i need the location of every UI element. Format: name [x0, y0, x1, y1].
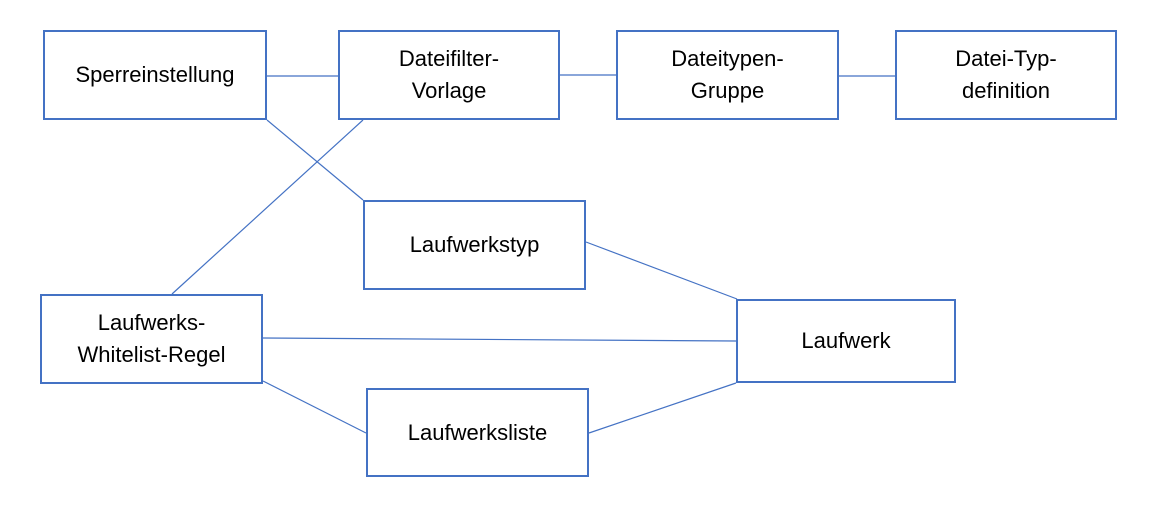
edge-laufwerks-whitelist-regel-laufwerksliste [262, 380, 367, 434]
edge-sperreinstellung-laufwerkstyp [266, 119, 364, 201]
node-label: Dateitypen- Gruppe [671, 46, 784, 103]
node-label: Dateifilter- Vorlage [398, 46, 500, 103]
node-label: Laufwerk [801, 328, 891, 353]
node-sperreinstellung: Sperreinstellung [43, 30, 267, 120]
edge-dateifilter-vorlage-laufwerks-whitelist-regel [171, 119, 364, 295]
edge-laufwerksliste-laufwerk [588, 382, 737, 434]
node-label: Datei-Typ- definition [955, 46, 1057, 103]
node-dateitypen-gruppe: Dateitypen- Gruppe [616, 30, 839, 120]
node-label: Laufwerksliste [407, 419, 548, 445]
node-laufwerksliste: Laufwerksliste [366, 388, 589, 477]
node-laufwerkstyp: Laufwerkstyp [363, 200, 586, 290]
edge-laufwerkstyp-laufwerk [585, 241, 738, 300]
node-laufwerks-whitelist-regel: Laufwerks- Whitelist-Regel [40, 294, 263, 384]
node-label: Laufwerkstyp [409, 232, 540, 257]
node-laufwerk: Laufwerk [736, 299, 956, 383]
node-dateifilter-vorlage: Dateifilter- Vorlage [338, 30, 560, 120]
node-label: Laufwerks- Whitelist-Regel [77, 310, 226, 367]
edge-laufwerks-whitelist-regel-laufwerk [262, 337, 737, 342]
node-datei-typ-definition: Datei-Typ- definition [895, 30, 1117, 120]
node-label: Sperreinstellung [75, 62, 235, 87]
